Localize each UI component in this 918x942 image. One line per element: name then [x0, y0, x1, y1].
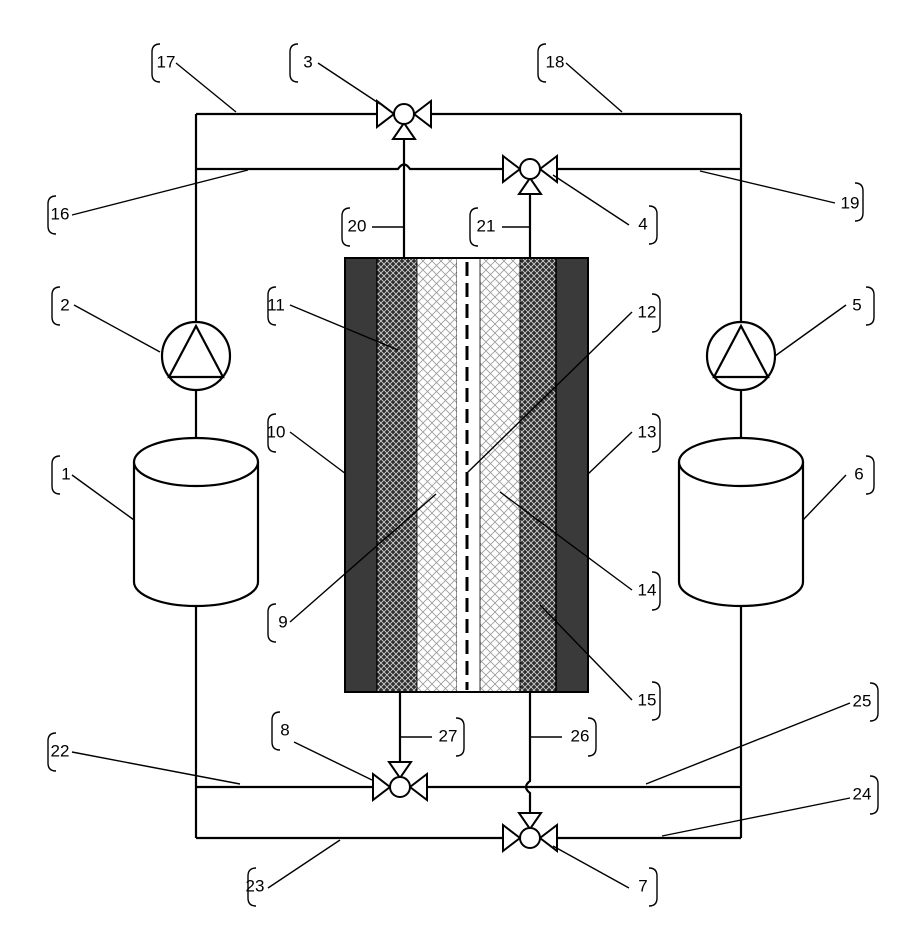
label-25: 25 — [853, 691, 872, 710]
label-23: 23 — [246, 876, 265, 895]
valve-8 — [373, 762, 427, 800]
label-10: 10 — [267, 422, 286, 441]
label-17: 17 — [157, 52, 176, 71]
label-6: 6 — [854, 464, 863, 483]
tank-1 — [134, 438, 258, 606]
label-5: 5 — [852, 295, 861, 314]
label-9: 9 — [278, 612, 287, 631]
housing-left — [345, 258, 377, 692]
valve-7 — [503, 813, 557, 851]
label-15: 15 — [638, 690, 657, 709]
label-11: 11 — [267, 295, 285, 314]
label-4: 4 — [638, 214, 647, 233]
label-21: 21 — [477, 216, 496, 235]
gap-right — [470, 258, 480, 692]
label-27: 27 — [439, 726, 458, 745]
pump-5 — [707, 322, 775, 390]
label-19: 19 — [841, 193, 860, 212]
label-18: 18 — [546, 52, 565, 71]
label-20: 20 — [348, 216, 367, 235]
label-1: 1 — [61, 464, 70, 483]
label-24: 24 — [853, 784, 872, 803]
label-12: 12 — [638, 302, 657, 321]
electrode-left — [377, 258, 417, 692]
label-2: 2 — [60, 295, 69, 314]
cell-stack — [345, 258, 588, 692]
label-7: 7 — [638, 876, 647, 895]
valve-4 — [503, 156, 557, 194]
valve-3 — [377, 101, 431, 139]
label-8: 8 — [280, 720, 289, 739]
label-13: 13 — [638, 422, 657, 441]
label-16: 16 — [51, 204, 70, 223]
electrode-right — [520, 258, 556, 692]
gap-left — [457, 258, 465, 692]
label-3: 3 — [303, 52, 312, 71]
label-26: 26 — [571, 726, 590, 745]
felt-right — [480, 258, 520, 692]
tank-6 — [679, 438, 803, 606]
label-14: 14 — [638, 580, 657, 599]
felt-left — [417, 258, 457, 692]
label-22: 22 — [51, 741, 70, 760]
pump-2 — [162, 322, 230, 390]
